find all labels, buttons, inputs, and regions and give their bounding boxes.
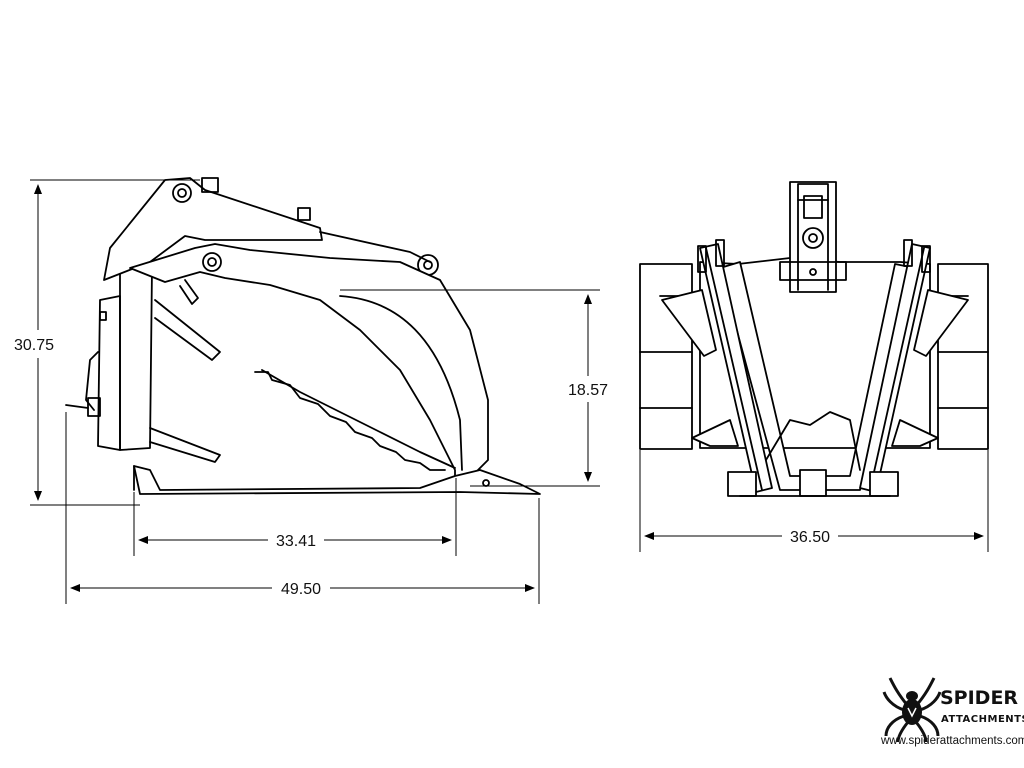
dim-height-overall-label: 30.75 xyxy=(14,337,54,354)
dimension-lines-front xyxy=(639,450,989,552)
brand-name: SPIDER xyxy=(940,687,1018,709)
dim-height-inner-label: 18.57 xyxy=(568,382,608,399)
side-view xyxy=(65,177,541,495)
dimension-lines-side xyxy=(30,179,600,604)
brand-tagline: ATTACHMENTS xyxy=(941,714,1024,725)
dim-depth-overall-label: 49.50 xyxy=(281,581,321,598)
brand-logo: SPIDER ATTACHMENTS www.spiderattachments… xyxy=(880,677,1024,747)
dim-width-overall-label: 36.50 xyxy=(790,529,830,546)
front-view xyxy=(639,181,989,497)
spider-icon xyxy=(882,677,942,743)
dim-depth-floor-label: 33.41 xyxy=(276,533,316,550)
brand-url: www.spiderattachments.com xyxy=(880,735,1024,747)
